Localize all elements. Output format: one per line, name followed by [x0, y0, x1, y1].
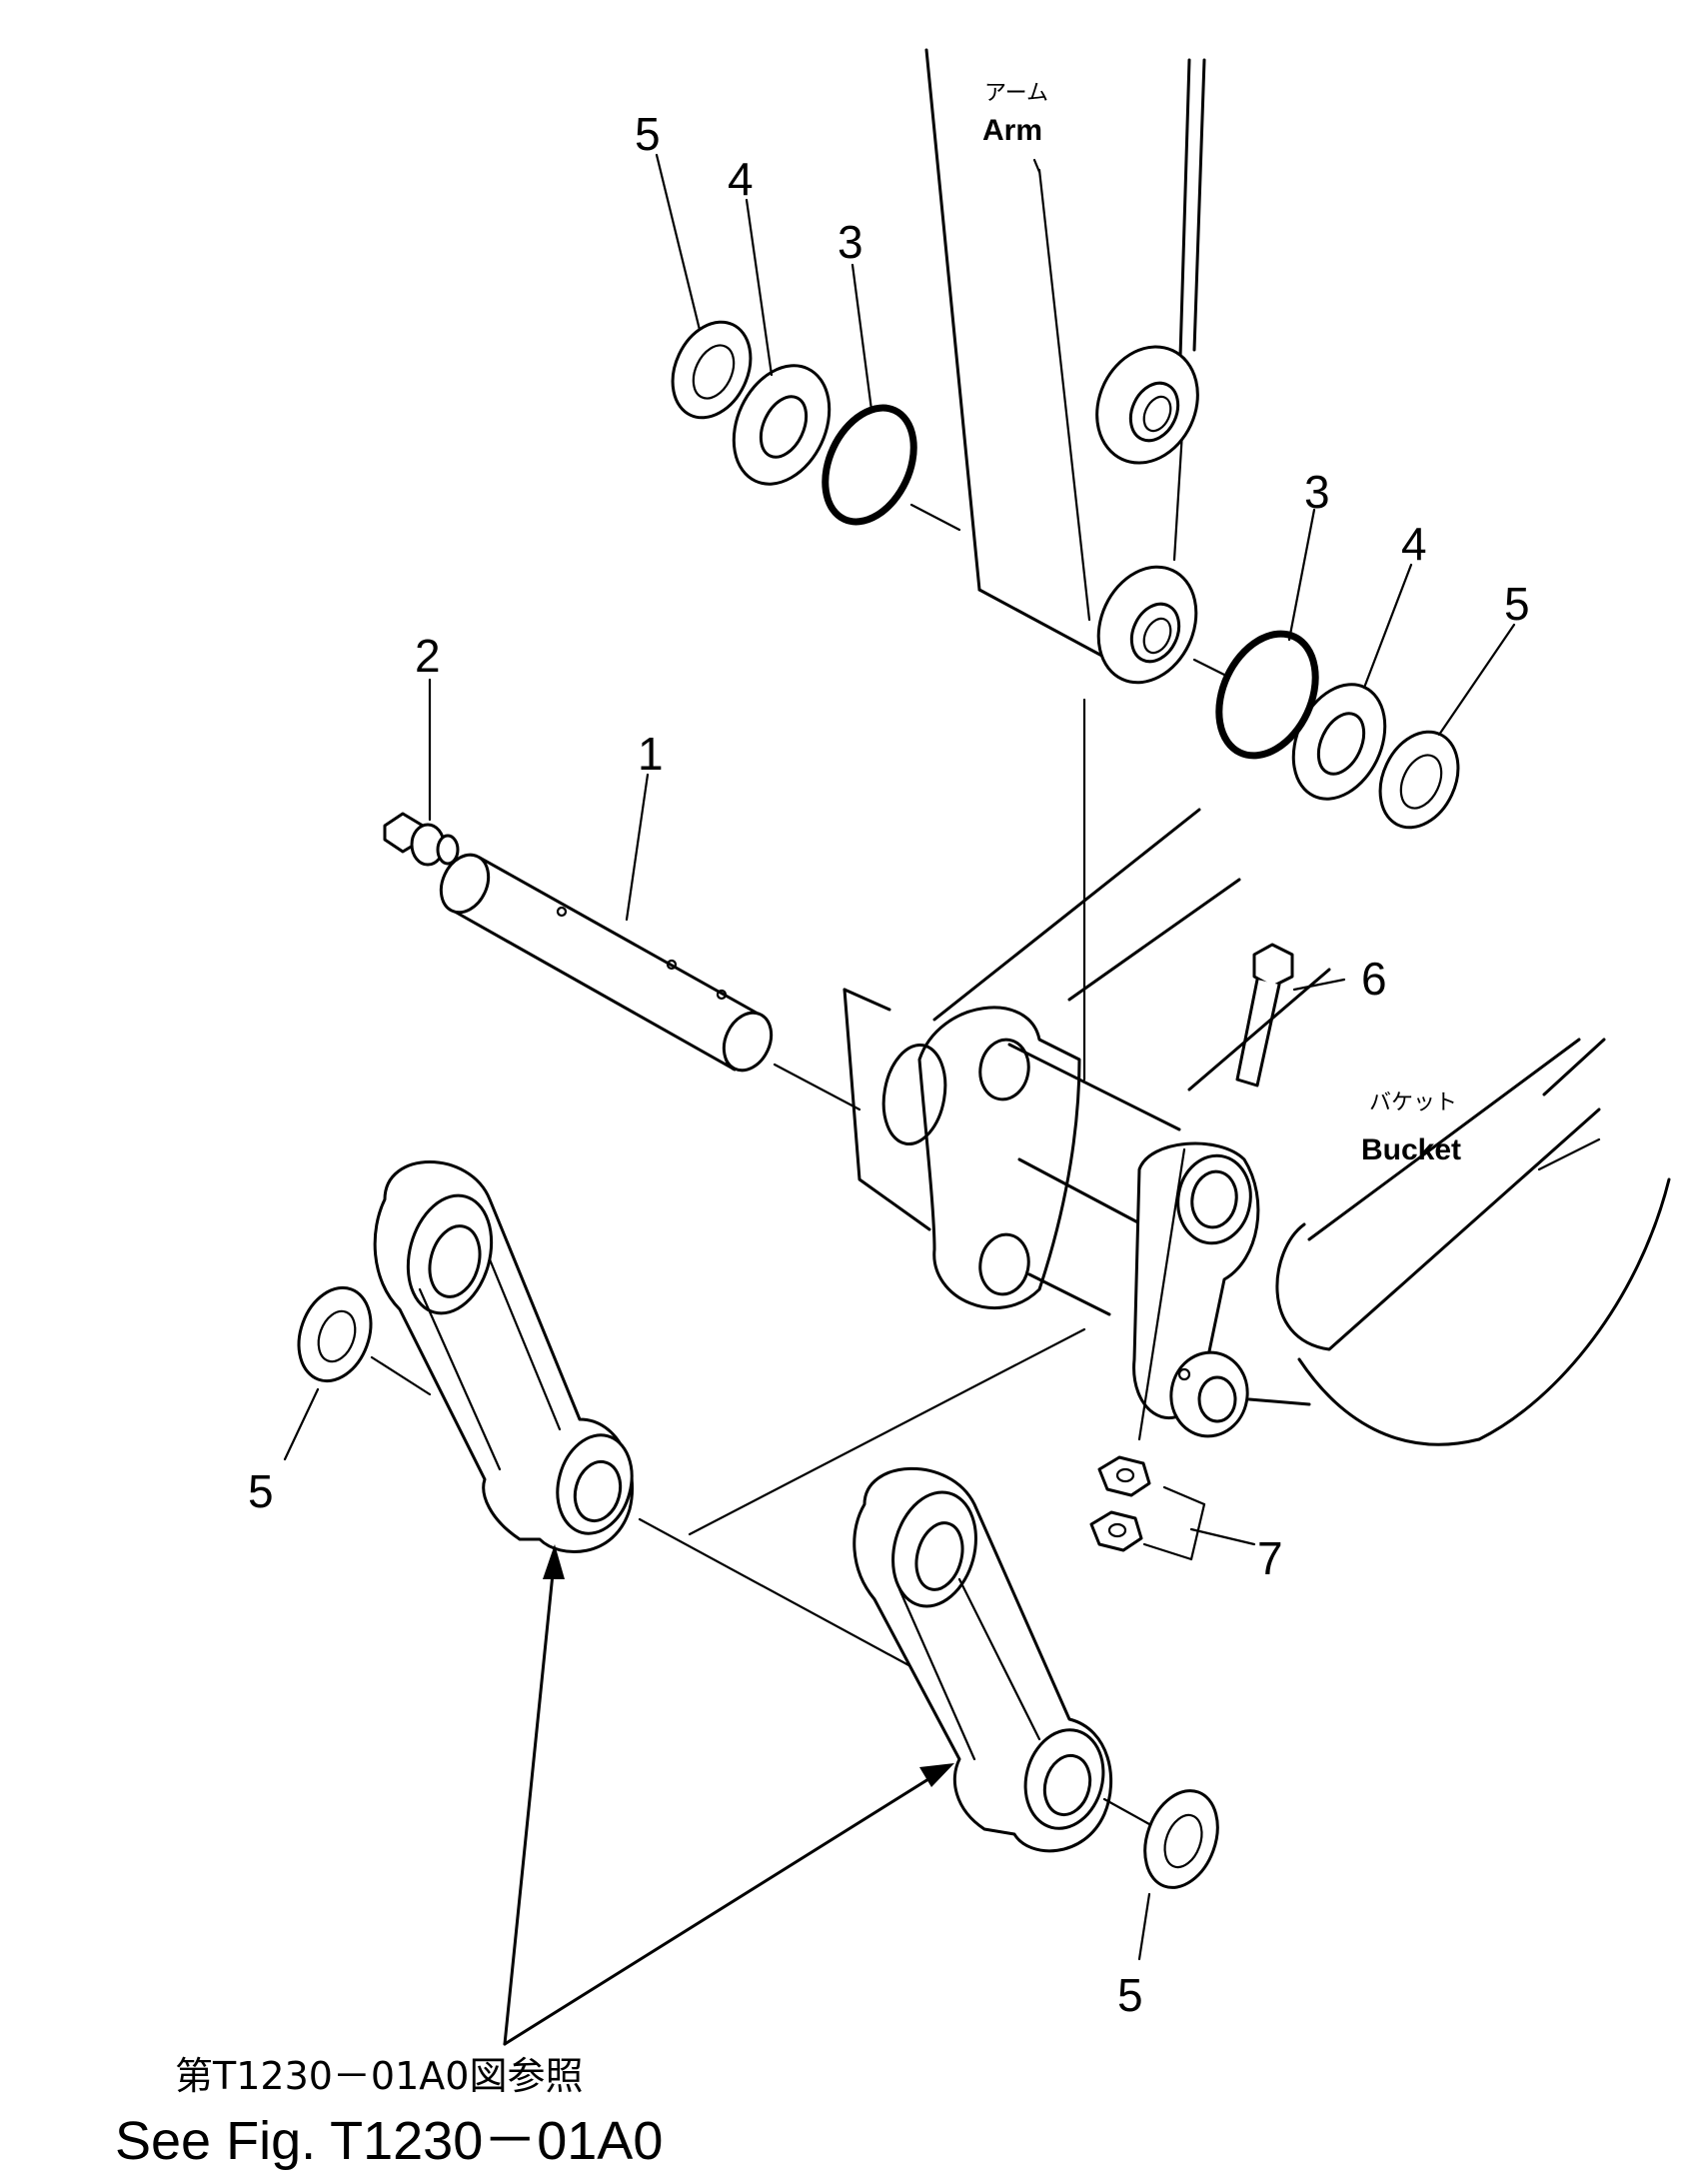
washer-5-bottom	[1143, 1789, 1219, 1889]
link-right	[852, 1466, 1112, 1853]
arm-drawing	[924, 48, 1206, 1082]
callout-7: 7	[1257, 1532, 1283, 1584]
callout-3-top-left: 3	[838, 216, 863, 268]
callout-2: 2	[415, 630, 441, 682]
grease-fitting-2	[383, 678, 460, 867]
caption-reference-jp: 第T1230－01A0図参照	[175, 2054, 583, 2098]
callout-3-right: 3	[1304, 466, 1330, 518]
callout-5-right: 5	[1504, 578, 1530, 630]
callout-1: 1	[638, 728, 664, 780]
bolt-6	[1235, 943, 1346, 1088]
o-ring-3-right	[1215, 630, 1319, 760]
washer-5-right	[1378, 730, 1460, 830]
bucket-drawing	[843, 808, 1671, 1446]
arm-label-jp: アーム	[984, 81, 1048, 106]
callout-4-top-left: 4	[728, 153, 754, 205]
o-ring-3-upper-left	[822, 404, 917, 526]
washer-5-upper-left	[671, 320, 753, 420]
nut-7-lower	[1089, 1510, 1143, 1552]
shim-4-right	[1291, 683, 1387, 801]
pin-1	[439, 773, 861, 1111]
washer-5-left	[297, 1285, 373, 1383]
bucket-label-en: Bucket	[1361, 1133, 1461, 1166]
arm-label-leader	[1032, 158, 1041, 174]
caption-reference-en: See Fig. T1230－01A0	[115, 2111, 663, 2171]
shim-4-upper-left	[732, 364, 832, 486]
bucket-label-jp: バケット	[1369, 1091, 1457, 1115]
callout-6: 6	[1361, 953, 1387, 1005]
callout-5-top-left: 5	[635, 108, 661, 160]
reference-arrows	[503, 1544, 954, 2046]
link-left	[373, 1160, 635, 1553]
nut-7-upper	[1097, 1455, 1151, 1497]
callout-4-right: 4	[1401, 518, 1427, 570]
arm-label-en: Arm	[982, 114, 1042, 147]
callout-5-left: 5	[248, 1465, 274, 1517]
callout-5-bottom: 5	[1117, 1969, 1143, 2021]
